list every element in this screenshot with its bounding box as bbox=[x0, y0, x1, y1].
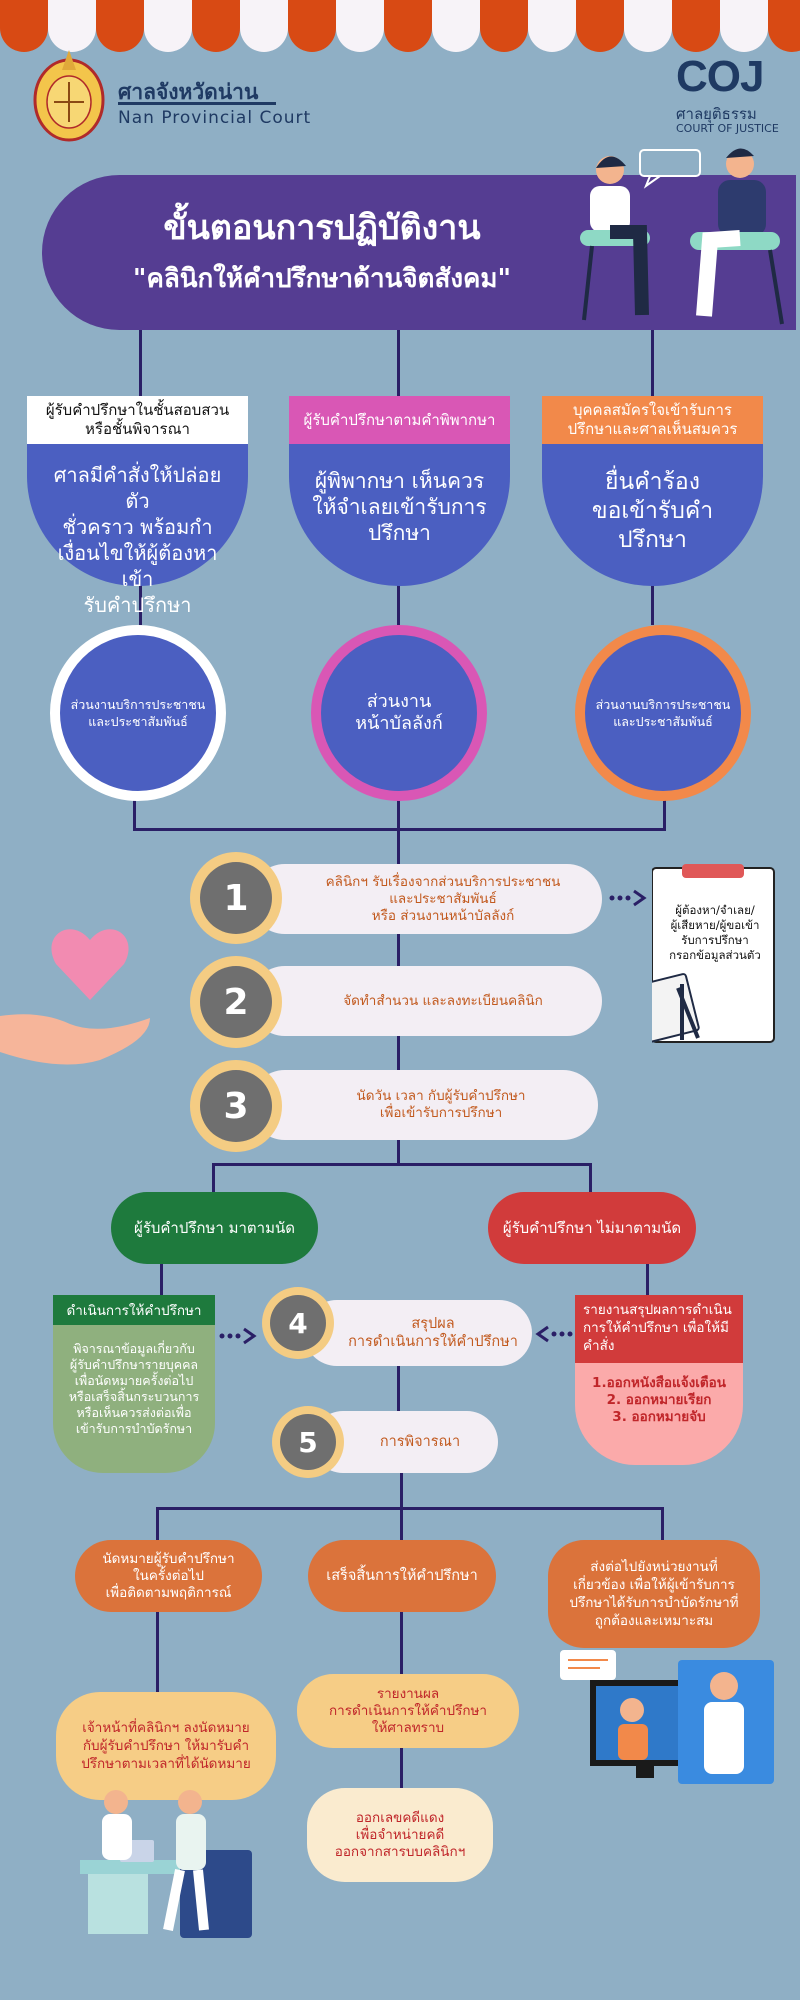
awning-stripe bbox=[240, 0, 288, 52]
coj-name-english: COURT OF JUSTICE bbox=[676, 122, 779, 135]
awning-stripe bbox=[720, 0, 768, 52]
step-4-text: สรุปผล การดำเนินการให้คำปรึกษา bbox=[304, 1300, 532, 1366]
step-2-text: จัดทำสำนวน และลงทะเบียนคลินิก bbox=[250, 966, 602, 1036]
connector-line bbox=[400, 1612, 403, 1676]
step-5-badge: 5 bbox=[272, 1406, 344, 1478]
column-2-header: ผู้รับคำปรึกษาตามคำพิพากษา bbox=[289, 396, 510, 444]
coj-logo: COJ bbox=[676, 52, 764, 101]
coj-name-thai: ศาลยุติธรรม bbox=[676, 105, 757, 123]
connector-line bbox=[646, 1264, 649, 1296]
step-4-badge: 4 bbox=[262, 1287, 334, 1359]
counselling-box-header: ดำเนินการให้คำปรึกษา bbox=[53, 1295, 215, 1325]
connector-line bbox=[397, 585, 400, 625]
outcome-next-appointment: นัดหมายผู้รับคำปรึกษา ในครั้งต่อไป เพื่อ… bbox=[75, 1540, 262, 1612]
awning-stripe bbox=[144, 0, 192, 52]
outcome-complete: เสร็จสิ้นการให้คำปรึกษา bbox=[308, 1540, 496, 1612]
awning-decoration bbox=[0, 0, 800, 52]
awning-stripe bbox=[288, 0, 336, 52]
step-3-text: นัดวัน เวลา กับผู้รับคำปรึกษา เพื่อเข้าร… bbox=[250, 1070, 598, 1140]
connector-line bbox=[589, 1163, 592, 1193]
followup-schedule: เจ้าหน้าที่คลินิกฯ ลงนัดหมาย กับผู้รับคำ… bbox=[56, 1692, 276, 1800]
step-2-number: 2 bbox=[200, 966, 272, 1038]
connector-line bbox=[397, 1366, 400, 1412]
awning-stripe bbox=[672, 0, 720, 52]
outcome-referral: ส่งต่อไปยังหน่วยงานที่ เกี่ยวข้อง เพื่อใ… bbox=[548, 1540, 760, 1648]
step-1-number: 1 bbox=[200, 862, 272, 934]
connector-line bbox=[160, 1264, 163, 1296]
connector-line bbox=[397, 330, 400, 396]
awning-stripe bbox=[192, 0, 240, 52]
connector-line bbox=[212, 1163, 215, 1193]
connector-line bbox=[156, 1507, 664, 1510]
connector-line bbox=[133, 795, 136, 830]
awning-stripe bbox=[0, 0, 48, 52]
counselling-box-body: พิจารณาข้อมูลเกี่ยวกับ ผู้รับคำปรึกษาราย… bbox=[68, 1341, 200, 1436]
counselling-illustration bbox=[570, 140, 790, 330]
connector-line bbox=[139, 330, 142, 400]
step-3-badge: 3 bbox=[190, 1060, 282, 1152]
awning-stripe bbox=[576, 0, 624, 52]
step-5-number: 5 bbox=[280, 1414, 336, 1470]
department-circle-public-relations: ส่วนงานบริการประชาชน และประชาสัมพันธ์ bbox=[575, 625, 751, 801]
clipboard-note: ผู้ต้องหา/จำเลย/ ผู้เสียหาย/ผู้ขอเข้า รั… bbox=[669, 903, 761, 962]
connector-line bbox=[663, 795, 666, 830]
women-meeting-illustration bbox=[80, 1780, 255, 1940]
page-subtitle: "คลินิกให้คำปรึกษาด้านจิตสังคม" bbox=[132, 264, 512, 294]
column-1-header: ผู้รับคำปรึกษาในชั้นสอบสวน หรือชั้นพิจาร… bbox=[27, 396, 248, 444]
heart-hand-icon bbox=[0, 920, 160, 1075]
connector-line bbox=[400, 1746, 403, 1790]
connector-line bbox=[651, 585, 654, 625]
report-box-header: รายงานสรุปผลการดำเนิน การให้คำปรึกษา เพื… bbox=[575, 1295, 743, 1363]
connector-line bbox=[156, 1507, 159, 1543]
awning-stripe bbox=[624, 0, 672, 52]
dotted-arrow-icon bbox=[608, 888, 648, 908]
step-2-badge: 2 bbox=[190, 956, 282, 1048]
court-seal-icon bbox=[32, 46, 106, 142]
court-name-underline bbox=[118, 102, 276, 105]
column-1-body: ศาลมีคำสั่งให้ปล่อยตัว ชั่วคราว พร้อมกำ … bbox=[53, 463, 222, 617]
column-3-header: บุคคลสมัครใจเข้ารับการ ปรึกษาและศาลเห็นส… bbox=[542, 396, 763, 444]
connector-line bbox=[661, 1507, 664, 1543]
awning-stripe bbox=[432, 0, 480, 52]
court-name-thai: ศาลจังหวัดน่าน bbox=[118, 80, 259, 104]
awning-stripe bbox=[48, 0, 96, 52]
awning-stripe bbox=[96, 0, 144, 52]
awning-stripe bbox=[768, 0, 800, 52]
page-title: ขั้นตอนการปฏิบัติงาน bbox=[163, 208, 481, 248]
step-1-badge: 1 bbox=[190, 852, 282, 944]
doctor-consultation-illustration bbox=[560, 1650, 780, 1785]
column-2-body: ผู้พิพากษา เห็นควร ให้จำเลยเข้ารับการ ปร… bbox=[312, 469, 487, 545]
awning-stripe bbox=[480, 0, 528, 52]
column-3-body: ยื่นคำร้อง ขอเข้ารับคำ ปรึกษา bbox=[591, 469, 714, 553]
department-circle-court-bench: ส่วนงาน หน้าบัลลังก์ bbox=[311, 625, 487, 801]
connector-line bbox=[651, 330, 654, 396]
dotted-arrow-icon bbox=[218, 1326, 258, 1346]
awning-stripe bbox=[528, 0, 576, 52]
connector-line bbox=[400, 1507, 403, 1543]
report-box-actions: 1.ออกหนังสือแจ้งเตือน 2. ออกหมายเรียก 3.… bbox=[592, 1374, 726, 1425]
attended-appointment-label: ผู้รับคำปรึกษา มาตามนัด bbox=[111, 1192, 318, 1264]
followup-report: รายงานผล การดำเนินการให้คำปรึกษา ให้ศาลท… bbox=[297, 1674, 519, 1748]
connector-line bbox=[397, 1140, 400, 1166]
followup-close-case: ออกเลขคดีแดง เพื่อจำหน่ายคดี ออกจากสารบบ… bbox=[307, 1788, 493, 1882]
connector-line bbox=[400, 1473, 403, 1509]
connector-line bbox=[156, 1612, 159, 1696]
step-3-number: 3 bbox=[200, 1070, 272, 1142]
awning-stripe bbox=[336, 0, 384, 52]
step-1-text: คลินิกฯ รับเรื่องจากส่วนบริการประชาชน แล… bbox=[250, 864, 602, 934]
missed-appointment-label: ผู้รับคำปรึกษา ไม่มาตามนัด bbox=[488, 1192, 696, 1264]
connector-line bbox=[212, 1163, 592, 1166]
department-circle-public-relations: ส่วนงานบริการประชาชน และประชาสัมพันธ์ bbox=[50, 625, 226, 801]
awning-stripe bbox=[384, 0, 432, 52]
connector-line bbox=[139, 585, 142, 625]
dotted-arrow-icon bbox=[534, 1324, 574, 1344]
step-4-number: 4 bbox=[270, 1295, 326, 1351]
court-name-english: Nan Provincial Court bbox=[118, 108, 312, 128]
